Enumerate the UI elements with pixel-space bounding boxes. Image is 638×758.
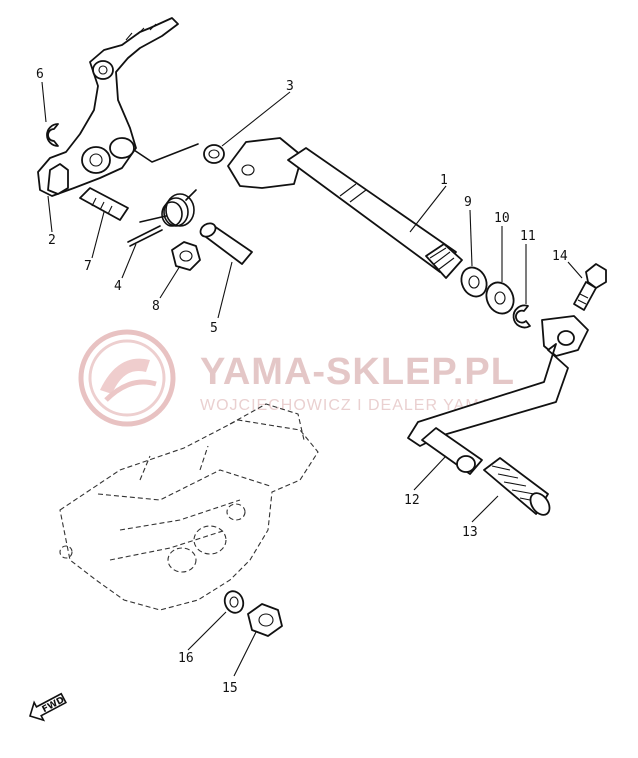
watermark-subtitle: WOJCIECHOWICZ I DEALER YAMAHA (200, 397, 516, 414)
collar-part (199, 222, 253, 265)
circlip-part-11 (512, 304, 531, 329)
callout-7: 7 (84, 259, 92, 274)
washer-part-9 (460, 266, 488, 298)
nut-part (171, 241, 201, 271)
circlip-part-6 (46, 123, 59, 147)
callout-2: 2 (48, 233, 56, 248)
callout-8: 8 (152, 299, 160, 314)
shift-pedal-part (407, 315, 589, 475)
stopper-bolt-part (79, 187, 129, 221)
leader-lines (41, 81, 583, 677)
callout-10: 10 (494, 211, 510, 226)
callout-15: 15 (222, 681, 238, 696)
callout-5: 5 (210, 321, 218, 336)
callout-1: 1 (440, 173, 448, 188)
washer-part-16 (223, 590, 245, 614)
watermark-logo (78, 329, 176, 427)
pin-part (127, 225, 163, 247)
pedal-rubber-part (483, 457, 551, 516)
bolt-part-15 (247, 603, 283, 637)
callout-13: 13 (462, 525, 478, 540)
callout-12: 12 (404, 493, 420, 508)
crankcase-outline (59, 403, 319, 611)
callout-4: 4 (114, 279, 122, 294)
watermark: YAMA-SKLEP.PL WOJCIECHOWICZ I DEALER YAM… (78, 329, 516, 427)
callout-11: 11 (520, 229, 536, 244)
bolt-part-14 (573, 263, 607, 311)
callout-6: 6 (36, 67, 44, 82)
bushing-part (203, 144, 225, 164)
washer-part-10 (485, 281, 515, 315)
callout-14: 14 (552, 249, 568, 264)
callout-3: 3 (286, 79, 294, 94)
callout-16: 16 (178, 651, 194, 666)
watermark-brand: YAMA-SKLEP.PL (200, 351, 515, 393)
fwd-arrow-icon: FWD (29, 692, 67, 722)
callout-labels: 1 2 3 4 5 6 7 8 9 10 11 12 13 14 15 16 (36, 67, 568, 696)
callout-9: 9 (464, 195, 472, 210)
shift-arm-part (37, 17, 199, 197)
torsion-spring-part (139, 189, 197, 227)
shift-shaft-part (227, 137, 463, 279)
